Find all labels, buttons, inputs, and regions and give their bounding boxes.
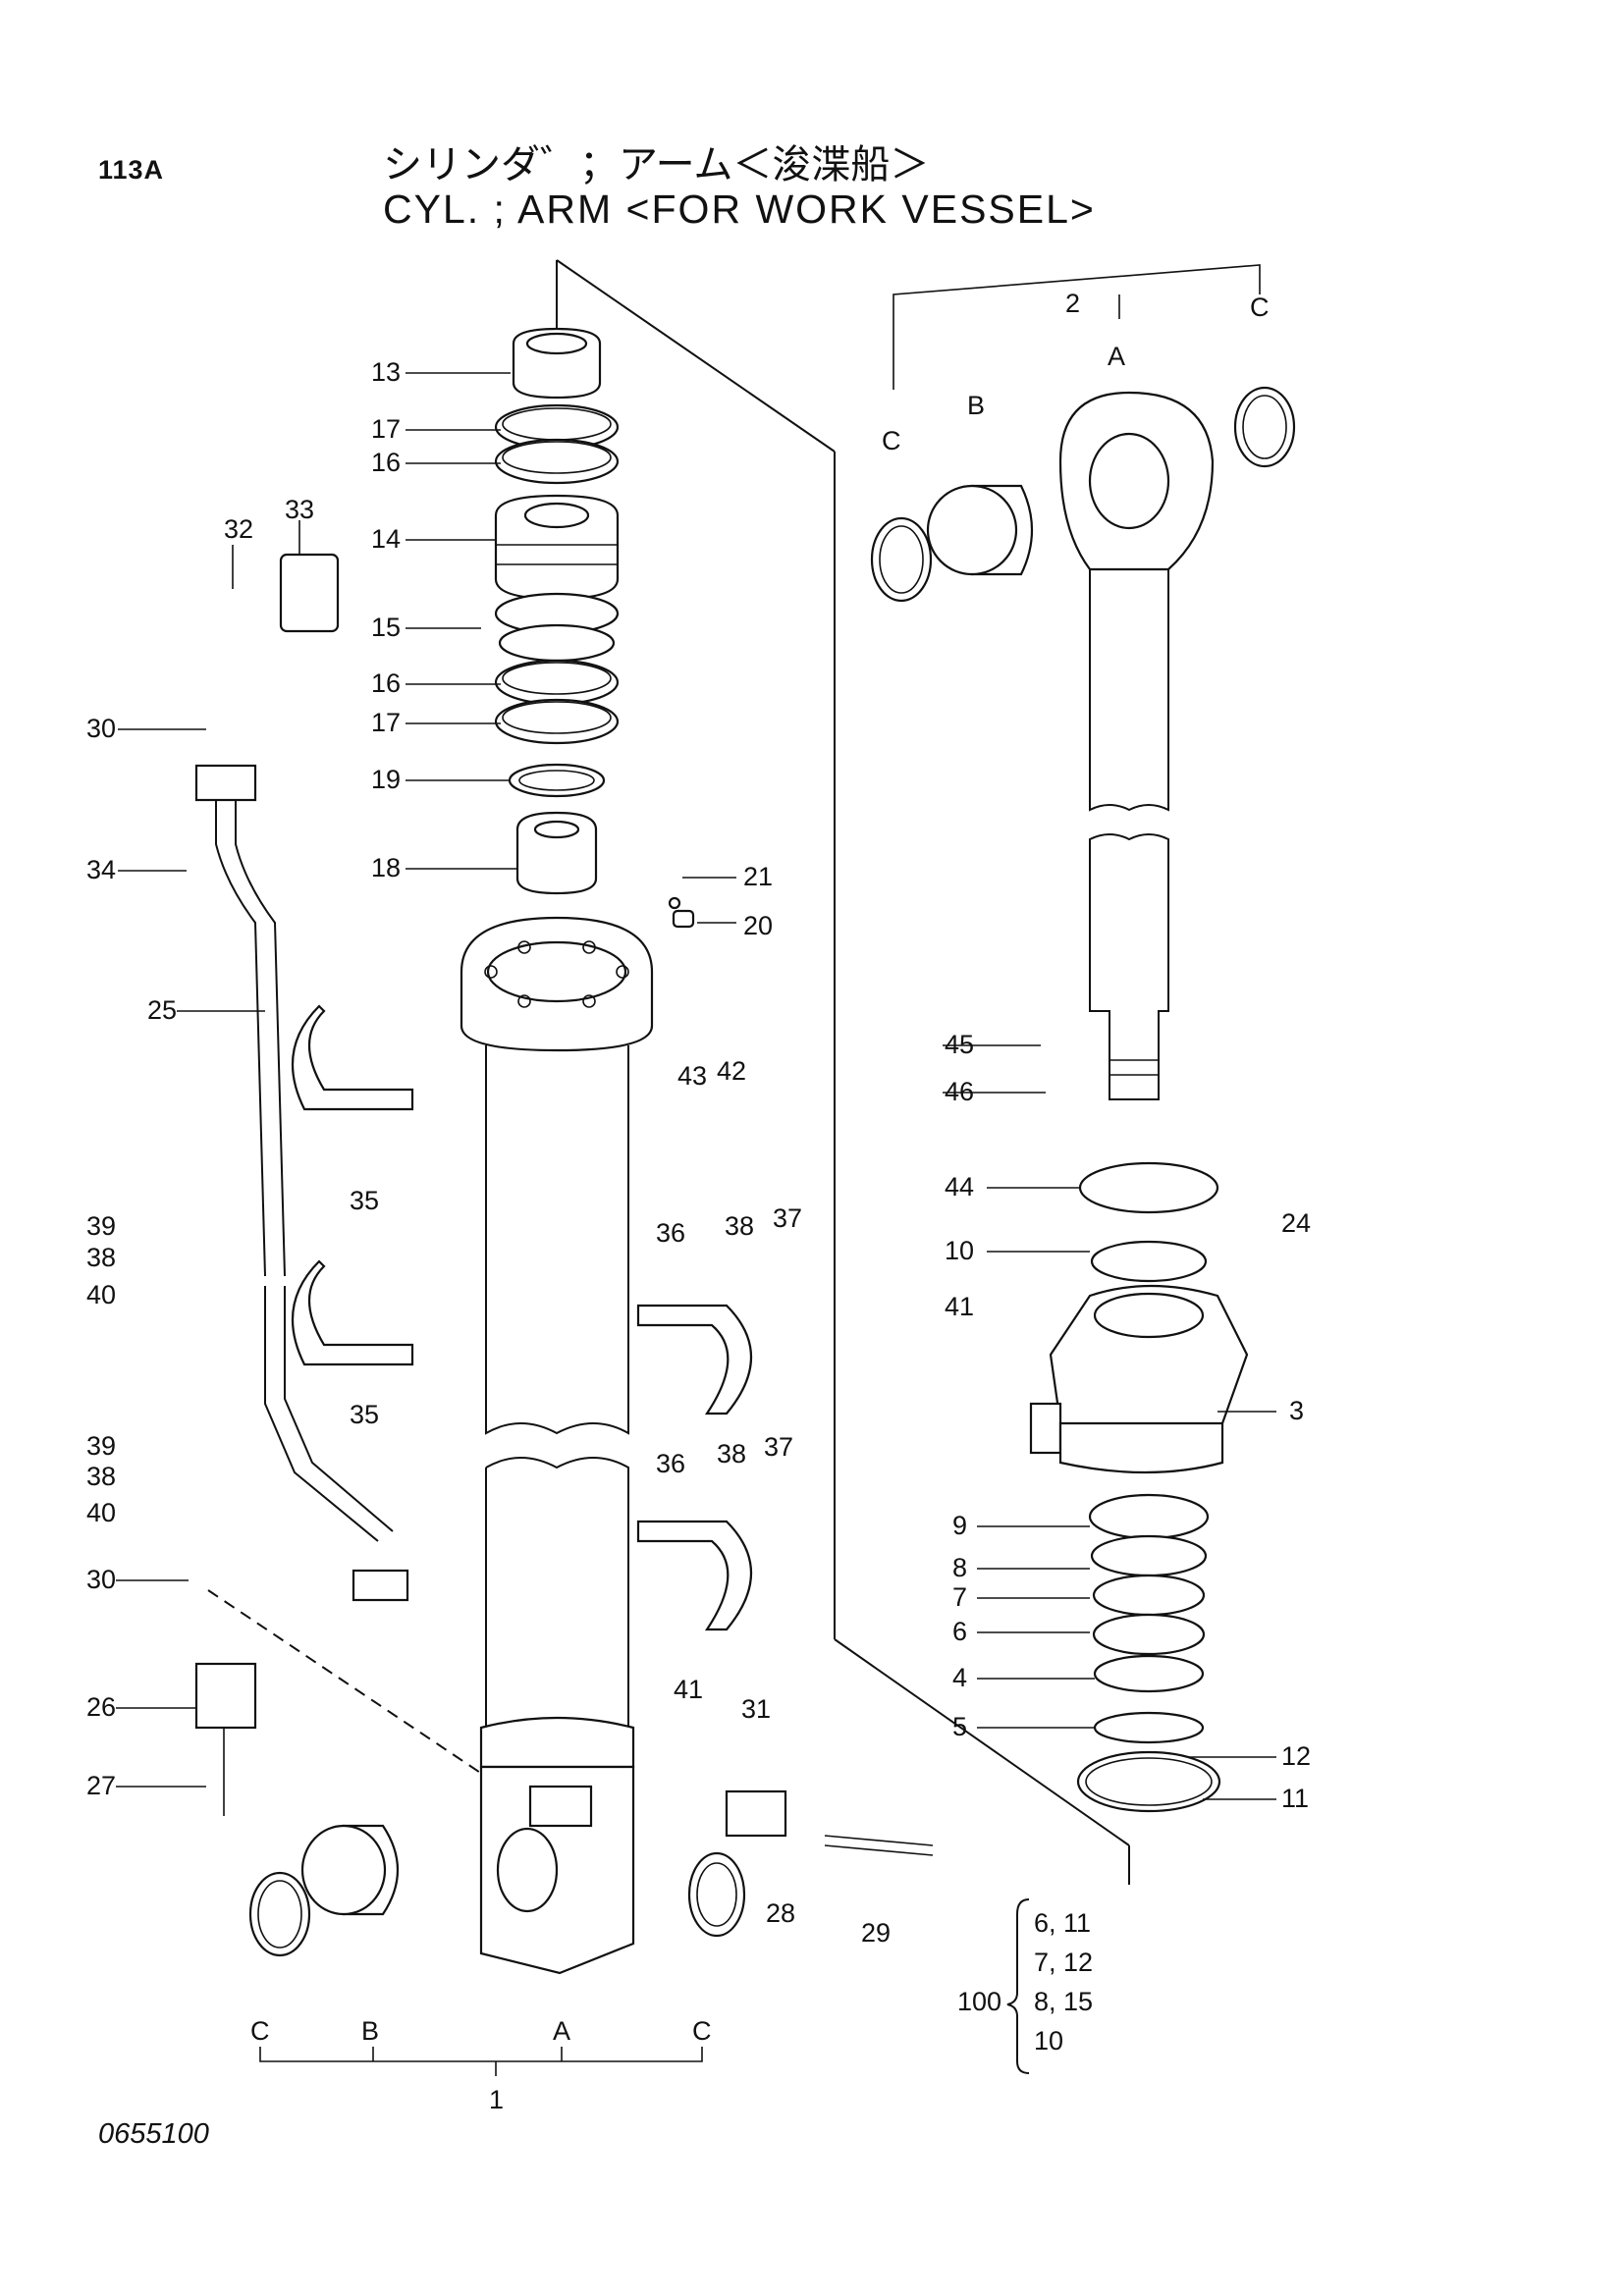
callout-30: 30 <box>86 1565 116 1594</box>
callout-B: B <box>967 391 985 420</box>
callout-1: 1 <box>489 2085 504 2114</box>
callout-41: 41 <box>674 1675 703 1704</box>
callout-38: 38 <box>717 1439 746 1468</box>
callout-8: 8 <box>952 1553 967 1582</box>
callout-16: 16 <box>371 668 401 698</box>
callout-46: 46 <box>945 1077 974 1106</box>
callout-32: 32 <box>224 514 253 544</box>
callout-7: 7 <box>952 1582 967 1612</box>
callout-42: 42 <box>717 1056 746 1086</box>
callout-37: 37 <box>764 1432 793 1462</box>
callout-C: C <box>1250 293 1270 322</box>
callout-35: 35 <box>350 1400 379 1429</box>
callout-27: 27 <box>86 1771 116 1800</box>
callout-20: 20 <box>743 911 773 940</box>
callout-14: 14 <box>371 524 401 554</box>
cylinder-head <box>1029 1161 1249 1813</box>
callout-26: 26 <box>86 1692 116 1722</box>
callout-38: 38 <box>86 1462 116 1491</box>
callout-36: 36 <box>656 1449 685 1478</box>
callout-10: 10 <box>945 1236 974 1265</box>
callout-28: 28 <box>766 1898 795 1928</box>
callout-29: 29 <box>861 1918 891 1948</box>
title-english: CYL. ; ARM <FOR WORK VESSEL> <box>383 187 1096 232</box>
callout-30: 30 <box>86 714 116 743</box>
callout-19: 19 <box>371 765 401 794</box>
callout-40: 40 <box>86 1498 116 1527</box>
callout-39: 39 <box>86 1211 116 1241</box>
pipe-clamps <box>291 1004 753 1631</box>
title-japanese: シリンダ゛；アーム＜浚渫船＞ <box>383 142 930 187</box>
callout-31: 31 <box>741 1694 771 1724</box>
assembly-bracket-lines <box>207 259 1130 1885</box>
kit-line-3: 8, 15 <box>1034 1987 1093 2016</box>
page-number: 113A <box>98 155 165 185</box>
callout-C: C <box>882 426 901 455</box>
callout-2: 2 <box>1065 289 1080 318</box>
kit-number: 100 <box>957 1987 1001 2016</box>
document-code: 0655100 <box>98 2118 209 2150</box>
callout-4: 4 <box>952 1663 967 1692</box>
callout-3: 3 <box>1289 1396 1304 1425</box>
callout-38: 38 <box>86 1243 116 1272</box>
callout-39: 39 <box>86 1431 116 1461</box>
callout-C: C <box>250 2016 270 2046</box>
callout-24: 24 <box>1281 1208 1311 1238</box>
callout-A: A <box>1108 342 1125 371</box>
callout-18: 18 <box>371 853 401 882</box>
callout-17: 17 <box>371 708 401 737</box>
callout-44: 44 <box>945 1172 974 1201</box>
callout-5: 5 <box>952 1712 967 1741</box>
piston-rod <box>1058 391 1215 1100</box>
callout-15: 15 <box>371 613 401 642</box>
pin-bushings <box>248 386 1296 1957</box>
callout-B: B <box>361 2016 379 2046</box>
leader-lines <box>116 264 1276 2076</box>
kit-line-4: 10 <box>1034 2026 1063 2056</box>
cylinder-tube <box>460 916 654 1975</box>
callout-38: 38 <box>725 1211 754 1241</box>
callout-21: 21 <box>743 862 773 891</box>
callout-35: 35 <box>350 1186 379 1215</box>
gland-seal-stack <box>494 327 695 929</box>
callout-33: 33 <box>285 495 314 524</box>
callout-36: 36 <box>656 1218 685 1248</box>
callout-9: 9 <box>952 1511 967 1540</box>
callout-41: 41 <box>945 1292 974 1321</box>
callout-37: 37 <box>773 1203 802 1233</box>
kit-line-1: 6, 11 <box>1034 1908 1091 1938</box>
callout-16: 16 <box>371 448 401 477</box>
callout-C: C <box>692 2016 712 2046</box>
callout-45: 45 <box>945 1030 974 1059</box>
callout-25: 25 <box>147 995 177 1025</box>
callout-12: 12 <box>1281 1741 1311 1771</box>
callout-43: 43 <box>677 1061 707 1091</box>
callout-17: 17 <box>371 414 401 444</box>
callout-11: 11 <box>1281 1784 1309 1813</box>
callout-13: 13 <box>371 357 401 387</box>
callout-34: 34 <box>86 855 116 884</box>
seal-kit-group: 100 6, 11 7, 12 8, 15 10 <box>957 1898 1093 2074</box>
callout-A: A <box>553 2016 570 2046</box>
callout-6: 6 <box>952 1617 967 1646</box>
hydraulic-piping <box>194 553 934 1856</box>
callout-40: 40 <box>86 1280 116 1309</box>
callout-labels: 13 17 16 14 15 16 17 19 18 21 20 43 42 3… <box>86 289 1311 2114</box>
kit-line-2: 7, 12 <box>1034 1948 1093 1977</box>
